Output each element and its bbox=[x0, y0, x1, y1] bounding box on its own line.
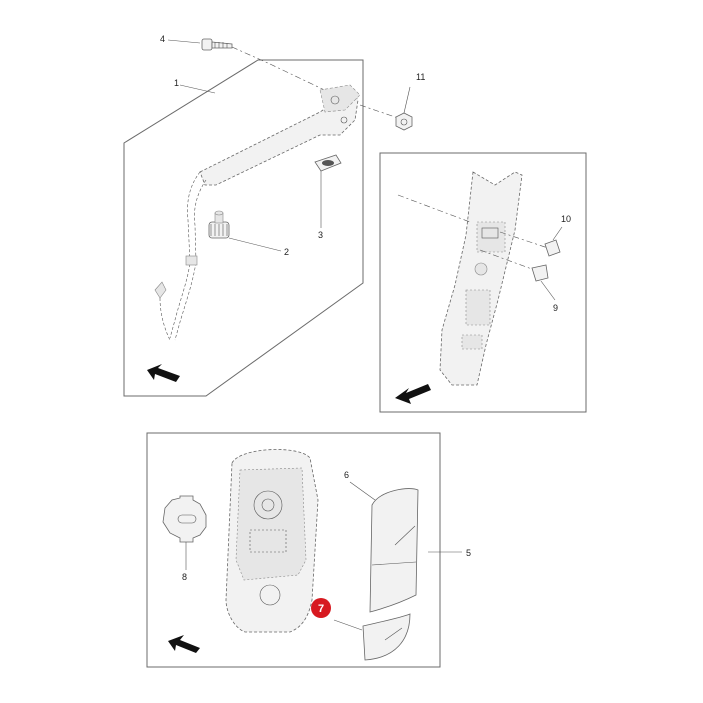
bolt-axis-line bbox=[231, 46, 271, 65]
callout-10: 10 bbox=[561, 214, 571, 224]
callout-5: 5 bbox=[466, 548, 471, 558]
leader-6 bbox=[349, 481, 376, 501]
nut-part[interactable] bbox=[395, 112, 413, 131]
gasket-part[interactable] bbox=[314, 154, 342, 172]
mount-plate-part[interactable] bbox=[162, 495, 207, 543]
pillar-axis-lines bbox=[397, 194, 549, 273]
callout-2: 2 bbox=[284, 247, 289, 257]
arm-assembly-frame bbox=[123, 59, 364, 397]
arrow-up-left-icon bbox=[168, 635, 200, 653]
arrow-up-left-icon bbox=[147, 364, 180, 382]
callout-7: 7 bbox=[318, 603, 324, 615]
highlighted-callout-7[interactable]: 7 bbox=[311, 598, 331, 618]
arrow-up-left-icon bbox=[395, 384, 431, 404]
leader-7 bbox=[333, 619, 363, 631]
lower-mirror-glass-part[interactable] bbox=[362, 613, 411, 661]
mirror-housing bbox=[225, 449, 319, 633]
callout-9: 9 bbox=[553, 303, 558, 313]
leader-4 bbox=[167, 39, 201, 44]
arm-assembly-panel: 4 1 2 3 11 bbox=[123, 34, 425, 397]
clip-10-part[interactable] bbox=[544, 239, 561, 257]
callout-11: 11 bbox=[416, 72, 425, 82]
leader-10 bbox=[552, 226, 563, 241]
callout-1: 1 bbox=[174, 78, 179, 88]
mirror-head-frame bbox=[146, 432, 441, 668]
callout-8: 8 bbox=[182, 572, 187, 582]
upper-mirror-glass-part[interactable] bbox=[369, 488, 419, 613]
leader-1 bbox=[179, 84, 216, 94]
bolt-part[interactable] bbox=[201, 38, 233, 51]
mirror-arm-part[interactable] bbox=[154, 84, 361, 341]
pillar-frame bbox=[379, 152, 587, 413]
callout-3: 3 bbox=[318, 230, 323, 240]
a-pillar-trim bbox=[439, 171, 523, 386]
pillar-panel: 10 9 bbox=[379, 152, 587, 413]
mirror-head-panel: 6 5 8 7 bbox=[146, 432, 471, 668]
leader-11 bbox=[403, 86, 411, 114]
callout-6: 6 bbox=[344, 470, 349, 480]
adjust-knob-part[interactable] bbox=[208, 210, 230, 239]
highlight-badge[interactable] bbox=[311, 598, 331, 618]
leader-9 bbox=[540, 280, 556, 301]
leader-2 bbox=[228, 237, 282, 252]
callout-4: 4 bbox=[160, 34, 165, 44]
clip-9-part[interactable] bbox=[531, 264, 549, 282]
